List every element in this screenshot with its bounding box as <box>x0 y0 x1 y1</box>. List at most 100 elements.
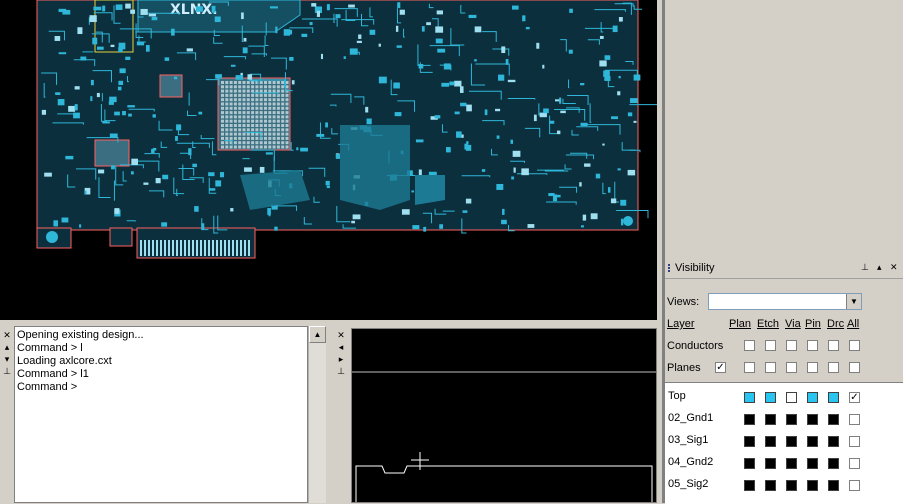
layer-name: 03_Sig1 <box>668 434 708 446</box>
bga-ball <box>264 128 267 131</box>
layer-color-swatch[interactable] <box>786 392 797 403</box>
layer-color-swatch[interactable] <box>828 458 839 469</box>
layer-color-swatch[interactable] <box>744 414 755 425</box>
conductors-pin-checkbox[interactable] <box>807 340 818 351</box>
pcb-pad <box>365 107 368 113</box>
pcb-pad <box>79 224 81 227</box>
layer-color-swatch[interactable] <box>786 414 797 425</box>
conductors-via-checkbox[interactable] <box>786 340 797 351</box>
bga-ball <box>225 107 228 110</box>
chevron-down-icon[interactable]: ▼ <box>846 294 861 309</box>
grip-icon[interactable] <box>668 264 672 272</box>
header-drc[interactable]: Drc <box>827 318 844 330</box>
pin-icon[interactable]: ⊥ <box>336 366 346 376</box>
layer-color-swatch[interactable] <box>744 480 755 491</box>
planes-pin-checkbox[interactable] <box>807 362 818 373</box>
pcb-pad <box>466 105 472 112</box>
header-via[interactable]: Via <box>785 318 801 330</box>
layer-color-swatch[interactable] <box>744 392 755 403</box>
header-etch[interactable]: Etch <box>757 318 779 330</box>
pcb-pad <box>111 45 115 47</box>
bga-ball <box>264 124 267 127</box>
planes-via-checkbox[interactable] <box>786 362 797 373</box>
conductors-plan-checkbox[interactable] <box>744 340 755 351</box>
conductors-all-checkbox[interactable] <box>849 340 860 351</box>
bga-ball <box>230 103 233 106</box>
close-icon[interactable]: ✕ <box>2 330 12 340</box>
arrow-down-icon[interactable]: ▾ <box>2 354 12 364</box>
bga-ball <box>238 128 241 131</box>
bga-ball <box>264 94 267 97</box>
layer-color-swatch[interactable] <box>807 458 818 469</box>
layer-color-swatch[interactable] <box>828 414 839 425</box>
bga-ball <box>243 103 246 106</box>
planes-drc-checkbox[interactable] <box>828 362 839 373</box>
close-icon[interactable]: ✕ <box>336 330 346 340</box>
planes-etch-checkbox[interactable] <box>765 362 776 373</box>
layer-color-swatch[interactable] <box>786 436 797 447</box>
header-all[interactable]: All <box>847 318 859 330</box>
layer-color-swatch[interactable] <box>765 392 776 403</box>
layer-color-swatch[interactable] <box>807 480 818 491</box>
pcb-pad <box>284 29 290 36</box>
layer-color-swatch[interactable] <box>807 436 818 447</box>
arrow-right-icon[interactable]: ▸ <box>336 354 346 364</box>
layer-color-swatch[interactable] <box>765 436 776 447</box>
planes-all-checkbox[interactable] <box>849 362 860 373</box>
world-view-drawing[interactable] <box>352 329 657 503</box>
header-pin[interactable]: Pin <box>805 318 821 330</box>
header-plan[interactable]: Plan <box>729 318 751 330</box>
bga-ball <box>247 90 250 93</box>
layer-color-swatch[interactable] <box>765 458 776 469</box>
planes-plan-checkbox[interactable] <box>744 362 755 373</box>
bga-ball <box>238 124 241 127</box>
layer-color-swatch[interactable] <box>786 480 797 491</box>
bga-ball <box>255 141 258 144</box>
layer-color-swatch[interactable] <box>765 480 776 491</box>
pcb-board-view[interactable]: XLNX. <box>0 0 657 320</box>
pin-icon[interactable]: ⊥ <box>861 262 869 273</box>
pin-icon[interactable]: ⊥ <box>2 366 12 376</box>
pcb-pad <box>55 92 60 95</box>
conductors-drc-checkbox[interactable] <box>828 340 839 351</box>
layer-color-swatch[interactable] <box>807 414 818 425</box>
layer-color-swatch[interactable] <box>807 392 818 403</box>
bga-ball <box>243 124 246 127</box>
close-icon[interactable]: ✕ <box>890 262 898 273</box>
planes-checkbox[interactable]: ✓ <box>715 362 726 373</box>
layer-all-checkbox[interactable] <box>849 480 860 491</box>
pcb-pad <box>560 111 566 113</box>
layer-color-swatch[interactable] <box>744 436 755 447</box>
pcb-pad <box>396 26 398 32</box>
design-canvas[interactable]: XLNX. <box>0 0 657 320</box>
command-scrollbar[interactable]: ▲ <box>308 326 326 503</box>
layer-all-checkbox[interactable] <box>849 414 860 425</box>
views-dropdown[interactable]: ▼ <box>708 293 862 310</box>
visibility-title-bar[interactable]: Visibility ⊥ ▴ ✕ <box>665 258 903 279</box>
layer-all-checkbox[interactable]: ✓ <box>849 392 860 403</box>
layer-all-checkbox[interactable] <box>849 436 860 447</box>
bga-ball <box>273 137 276 140</box>
bga-ball <box>251 115 254 118</box>
scroll-up-arrow-icon[interactable]: ▲ <box>309 326 326 343</box>
bga-ball <box>277 128 280 131</box>
layer-color-swatch[interactable] <box>786 458 797 469</box>
pcb-pad <box>44 173 52 177</box>
world-view[interactable] <box>351 328 657 503</box>
layer-color-swatch[interactable] <box>828 392 839 403</box>
arrow-left-icon[interactable]: ◂ <box>336 342 346 352</box>
bga-ball <box>255 128 258 131</box>
pcb-pad <box>187 48 193 51</box>
layer-color-swatch[interactable] <box>828 436 839 447</box>
bga-ball <box>225 133 228 136</box>
command-output[interactable]: Opening existing design... Command > l L… <box>14 326 308 503</box>
conductors-etch-checkbox[interactable] <box>765 340 776 351</box>
arrow-up-icon[interactable]: ▴ <box>2 342 12 352</box>
arrow-up-icon[interactable]: ▴ <box>877 262 882 273</box>
layer-color-swatch[interactable] <box>765 414 776 425</box>
layer-color-swatch[interactable] <box>744 458 755 469</box>
layer-color-swatch[interactable] <box>828 480 839 491</box>
layer-all-checkbox[interactable] <box>849 458 860 469</box>
bga-ball <box>277 146 280 149</box>
